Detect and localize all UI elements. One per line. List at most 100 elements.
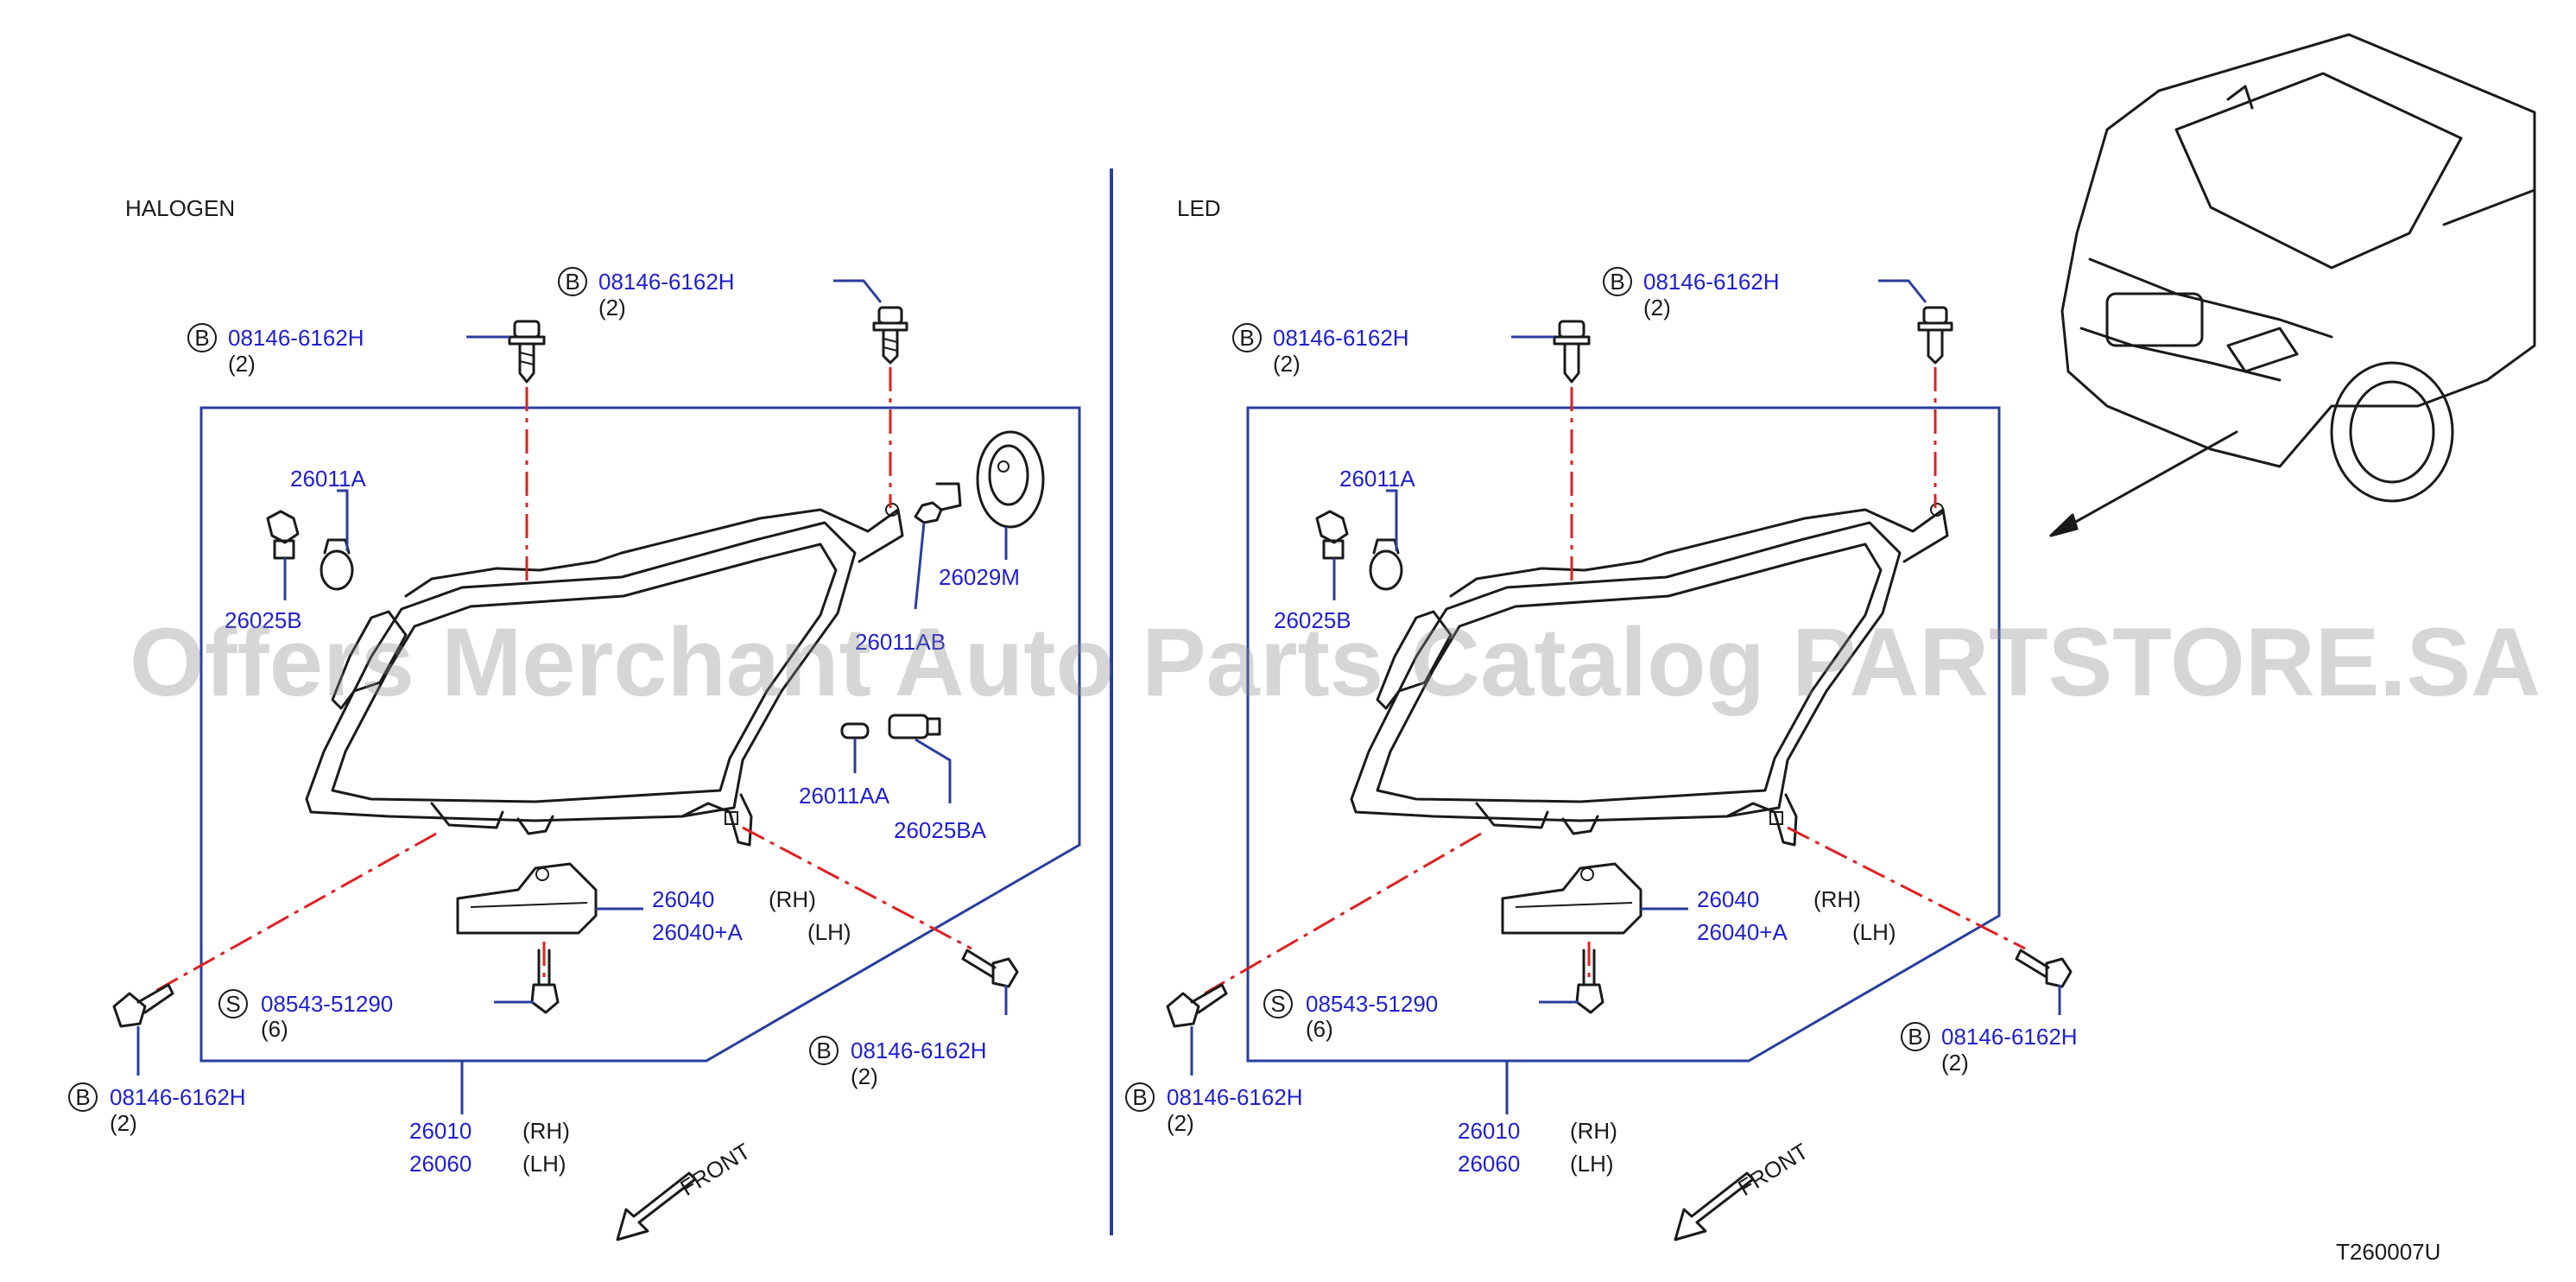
side-bolt-right <box>961 949 1019 988</box>
side-rh: (RH) <box>769 886 816 912</box>
quantity: (2) <box>228 351 256 377</box>
quantity: (6) <box>1306 1016 1333 1042</box>
part-number-26025B[interactable]: 26025B <box>1274 607 1351 633</box>
assembly-frame <box>199 406 1081 1063</box>
svg-text:B: B <box>1239 325 1254 351</box>
callout-bolt-lower-left[interactable]: B 08146-6162H (2) <box>68 1082 246 1136</box>
diagram-code: T260007U <box>2336 1239 2440 1265</box>
front-label: FRONT <box>1733 1138 1813 1201</box>
bulb-26011AA-icon <box>840 722 870 739</box>
top-bolt-right <box>872 306 908 365</box>
socket-26025BA-icon <box>888 714 941 739</box>
front-label: FRONT <box>675 1138 755 1201</box>
centerline <box>150 832 437 995</box>
part-number[interactable]: 08543-51290 <box>1306 991 1438 1017</box>
part-number[interactable]: 08543-51290 <box>261 991 393 1017</box>
headlamp-assembly <box>1350 503 1949 847</box>
part-number[interactable]: 08146-6162H <box>1273 325 1409 351</box>
section-title-led: LED <box>1177 195 1221 221</box>
bracket-26040-icon <box>456 862 598 935</box>
part-number[interactable]: 08146-6162H <box>110 1084 246 1110</box>
part-number-26010[interactable]: 26010 <box>1458 1118 1520 1144</box>
side-rh: (RH) <box>1813 886 1861 912</box>
socket-26025B-icon <box>266 510 300 560</box>
top-bolt-left <box>508 320 546 384</box>
svg-text:B: B <box>1908 1024 1922 1050</box>
side-rh: (RH) <box>522 1118 570 1144</box>
top-bolt-right <box>1917 306 1953 365</box>
part-number[interactable]: 08146-6162H <box>1941 1024 2078 1050</box>
svg-text:B: B <box>816 1038 831 1063</box>
part-number-26010[interactable]: 26010 <box>409 1118 472 1144</box>
screw-08543-icon <box>1575 949 1604 1014</box>
section-title-halogen: HALOGEN <box>125 195 235 221</box>
part-number-26040[interactable]: 26040 <box>1697 886 1759 912</box>
bulb-26011AB-icon <box>914 482 962 524</box>
callout-bolt-top-right[interactable]: B 08146-6162H (2) <box>558 267 735 320</box>
side-lh: (LH) <box>522 1151 566 1177</box>
centerline <box>742 826 972 950</box>
callout-bolt-lower-left[interactable]: B 08146-6162H (2) <box>1125 1082 1303 1136</box>
quantity: (6) <box>261 1016 288 1042</box>
part-number[interactable]: 08146-6162H <box>851 1038 987 1063</box>
callout-bolt-top-left[interactable]: B 08146-6162H (2) <box>187 323 364 377</box>
quantity: (2) <box>110 1110 137 1136</box>
part-number-26025BA[interactable]: 26025BA <box>894 817 987 843</box>
side-lh: (LH) <box>1852 919 1896 945</box>
svg-text:B: B <box>1132 1084 1147 1110</box>
quantity: (2) <box>1273 351 1301 377</box>
led-section: LED <box>1125 195 2078 1241</box>
side-bolt-left <box>112 983 174 1028</box>
callout-screw[interactable]: S 08543-51290 (6) <box>1263 989 1438 1042</box>
callout-bolt-lower-right[interactable]: B 08146-6162H (2) <box>1901 1022 2078 1076</box>
part-number-26011AB[interactable]: 26011AB <box>855 629 946 655</box>
cap-26029M-icon <box>976 430 1045 529</box>
svg-text:S: S <box>1270 991 1285 1017</box>
part-number-26029M[interactable]: 26029M <box>939 564 1020 590</box>
callout-screw[interactable]: S 08543-51290 (6) <box>218 989 393 1042</box>
part-number-26060[interactable]: 26060 <box>409 1151 472 1177</box>
side-rh: (RH) <box>1570 1118 1617 1144</box>
part-number[interactable]: 08146-6162H <box>598 269 735 295</box>
part-number-26025B[interactable]: 26025B <box>225 607 302 633</box>
headlamp-assembly <box>305 503 904 847</box>
svg-text:B: B <box>565 269 579 295</box>
bracket-26040-icon <box>1501 862 1642 935</box>
part-number[interactable]: 08146-6162H <box>1167 1084 1303 1110</box>
side-lh: (LH) <box>807 919 851 945</box>
part-number[interactable]: 08146-6162H <box>1643 269 1780 295</box>
quantity: (2) <box>598 295 626 320</box>
quantity: (2) <box>851 1063 878 1089</box>
svg-text:B: B <box>194 325 209 351</box>
halogen-section: HALOGEN <box>68 195 1081 1241</box>
callout-bolt-top-right[interactable]: B 08146-6162H (2) <box>1603 267 1780 320</box>
screw-08543-icon <box>530 949 560 1014</box>
part-number-26011A[interactable]: 26011A <box>290 466 366 492</box>
callout-bolt-top-left[interactable]: B 08146-6162H (2) <box>1232 323 1409 377</box>
top-bolt-left <box>1553 320 1591 384</box>
side-bolt-right <box>2015 949 2073 988</box>
callout-bolt-lower-right[interactable]: B 08146-6162H (2) <box>809 1036 987 1089</box>
svg-text:S: S <box>225 991 240 1017</box>
quantity: (2) <box>1941 1050 1969 1076</box>
watermark: Offers Merchant Auto Parts Catalog PARTS… <box>130 608 2541 716</box>
centerline <box>1204 832 1482 995</box>
quantity: (2) <box>1167 1110 1194 1136</box>
part-number-26011A[interactable]: 26011A <box>1339 466 1415 492</box>
part-number-26011AA[interactable]: 26011AA <box>799 783 890 809</box>
front-arrow-icon: FRONT <box>1674 1138 1813 1241</box>
socket-26025B-icon <box>1315 510 1349 560</box>
part-number-26040A[interactable]: 26040+A <box>1697 919 1788 945</box>
part-number-26060[interactable]: 26060 <box>1458 1151 1520 1177</box>
part-number[interactable]: 08146-6162H <box>228 325 364 351</box>
front-arrow-icon: FRONT <box>616 1138 755 1241</box>
svg-text:B: B <box>1610 269 1624 295</box>
part-number-26040A[interactable]: 26040+A <box>652 919 743 945</box>
svg-text:B: B <box>75 1084 90 1110</box>
vehicle-icon <box>2049 33 2536 537</box>
side-lh: (LH) <box>1570 1151 1614 1177</box>
part-number-26040[interactable]: 26040 <box>652 886 714 912</box>
assembly-frame <box>1246 406 2001 1063</box>
quantity: (2) <box>1643 295 1671 320</box>
